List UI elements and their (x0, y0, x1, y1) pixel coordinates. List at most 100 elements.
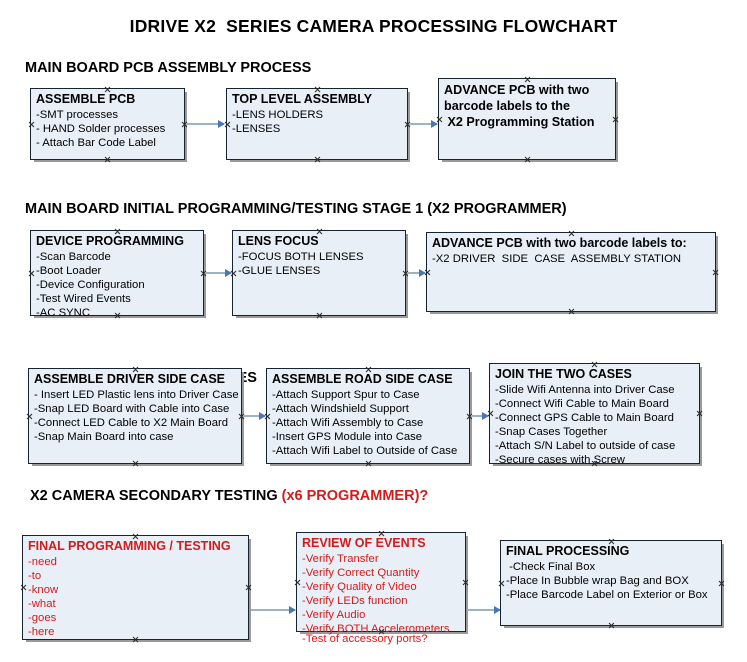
connection-handle-left[interactable] (20, 584, 27, 591)
node-line: -here (28, 626, 55, 638)
section-title-main-board-initial-programming: MAIN BOARD INITIAL PROGRAMMING/TESTING S… (25, 201, 567, 217)
connection-handle-top[interactable] (132, 533, 139, 540)
node-title: ADVANCE PCB with two barcode labels to t… (444, 83, 595, 129)
connection-handle-left[interactable] (28, 121, 35, 128)
node-line: -Attach Wifi Label to Outside of Case (272, 445, 458, 457)
node-line: -LENS HOLDERS (232, 109, 324, 121)
connection-handle-right[interactable] (712, 269, 719, 276)
connection-handle-left[interactable] (28, 270, 35, 277)
connection-handle-left[interactable] (436, 116, 443, 123)
connection-handle-bottom[interactable] (378, 628, 385, 635)
node-device-programming[interactable]: DEVICE PROGRAMMING -Scan Barcode -Boot L… (28, 228, 204, 319)
arrow-head-icon (494, 606, 501, 614)
node-line: -Connect LED Cable to X2 Main Board (34, 417, 229, 429)
node-advance-pcb-driver-side-case[interactable]: ADVANCE PCB with two barcode labels to: … (426, 232, 716, 312)
node-title: ASSEMBLE PCB (36, 92, 136, 106)
arrow-head-icon (259, 412, 266, 420)
connection-handle-bottom[interactable] (608, 622, 615, 629)
node-line: -Attach Windshield Support (272, 403, 409, 415)
node-top-level-assembly[interactable]: TOP LEVEL ASSEMBLY -LENS HOLDERS -LENSES (226, 88, 408, 160)
node-final-processing[interactable]: FINAL PROCESSING -Check Final Box -Place… (500, 540, 722, 626)
node-line: -Place Barcode Label on Exterior or Box (506, 589, 708, 601)
connection-handle-top[interactable] (378, 530, 385, 537)
connection-handle-bottom[interactable] (365, 460, 372, 467)
arrow-head-icon (218, 120, 225, 128)
node-line: -Snap LED Board with Cable into Case (34, 403, 230, 415)
connection-handle-top[interactable] (314, 86, 321, 93)
node-line: - Attach Bar Code Label (36, 137, 156, 149)
node-line: -Connect GPS Cable to Main Board (495, 412, 674, 424)
connection-handle-top[interactable] (568, 230, 575, 237)
connection-handle-left[interactable] (26, 413, 33, 420)
arrow-head-icon (419, 269, 426, 277)
node-line: -Connect Wifi Cable to Main Board (495, 398, 669, 410)
node-line: -SMT processes (36, 109, 119, 121)
connection-handle-bottom[interactable] (591, 460, 598, 467)
node-assemble-road-side-case[interactable]: ASSEMBLE ROAD SIDE CASE -Attach Support … (266, 368, 470, 464)
connection-handle-right[interactable] (245, 584, 252, 591)
connection-handle-top[interactable] (591, 361, 598, 368)
node-assemble-pcb[interactable]: ASSEMBLE PCB -SMT processes - HAND Solde… (30, 88, 185, 160)
connection-handle-left[interactable] (224, 121, 231, 128)
connector-lens-focus-to-advance-pcb-driver-side (407, 269, 426, 277)
connection-handle-left[interactable] (230, 270, 237, 277)
node-line: -Check Final Box (506, 561, 596, 573)
node-line: -Attach Wifi Assembly to Case (272, 417, 424, 429)
connection-handle-top[interactable] (365, 366, 372, 373)
arrow-head-icon (431, 120, 438, 128)
node-line: -Slide Wifi Antenna into Driver Case (495, 384, 675, 396)
node-line: -Scan Barcode (36, 251, 111, 263)
connection-handle-left[interactable] (264, 413, 271, 420)
connection-handle-top[interactable] (132, 366, 139, 373)
connector-driver-side-to-road-side (243, 412, 266, 420)
connection-handle-bottom[interactable] (314, 156, 321, 163)
connection-handle-left[interactable] (294, 579, 301, 586)
connection-handle-right[interactable] (462, 579, 469, 586)
connection-handle-top[interactable] (114, 228, 121, 235)
connection-handle-top[interactable] (608, 538, 615, 545)
connection-handle-bottom[interactable] (568, 308, 575, 315)
section-title-accent: (x6 PROGRAMMER)? (281, 488, 429, 504)
connection-handle-left[interactable] (424, 269, 431, 276)
connector-top-level-assembly-to-advance-pcb (409, 120, 438, 128)
connection-handle-bottom[interactable] (104, 156, 111, 163)
node-assemble-driver-side-case[interactable]: ASSEMBLE DRIVER SIDE CASE - Insert LED P… (28, 368, 242, 464)
connection-handle-top[interactable] (316, 228, 323, 235)
node-title: LENS FOCUS (238, 234, 319, 248)
node-line: -to (28, 570, 42, 582)
connection-handle-left[interactable] (498, 580, 505, 587)
node-line: -Snap Cases Together (495, 426, 608, 438)
connection-handle-top[interactable] (524, 76, 531, 83)
connection-handle-top[interactable] (104, 86, 111, 93)
connector-final-programming-to-review-of-events (251, 606, 296, 614)
node-final-programming-testing[interactable]: FINAL PROGRAMMING / TESTING -need -to -k… (22, 535, 249, 640)
section-title-text: X2 CAMERA SECONDARY TESTING (30, 488, 282, 504)
connection-handle-right[interactable] (696, 410, 703, 417)
connection-handle-left[interactable] (487, 410, 494, 417)
node-line: -Boot Loader (36, 265, 102, 277)
node-title: TOP LEVEL ASSEMBLY (232, 92, 373, 106)
connection-handle-right[interactable] (612, 116, 619, 123)
node-join-the-two-cases[interactable]: JOIN THE TWO CASES -Slide Wifi Antenna i… (487, 361, 703, 467)
node-line: -Test Wired Events (36, 293, 131, 305)
node-line: -goes (28, 612, 57, 624)
connection-handle-bottom[interactable] (132, 460, 139, 467)
node-line: -Snap Main Board into case (34, 431, 174, 443)
connection-handle-bottom[interactable] (132, 636, 139, 643)
connector-road-side-to-join-two-cases (471, 412, 489, 420)
node-line: -Device Configuration (36, 279, 145, 291)
node-title: ADVANCE PCB with two barcode labels to: (432, 236, 687, 250)
connection-handle-bottom[interactable] (114, 312, 121, 319)
connection-handle-bottom[interactable] (316, 312, 323, 319)
node-review-of-events[interactable]: REVIEW OF EVENTS -Verify Transfer -Verif… (294, 530, 469, 645)
node-line: -Verify Audio (302, 609, 366, 621)
node-line: -GLUE LENSES (238, 265, 321, 277)
connection-handle-right[interactable] (718, 580, 725, 587)
node-line: -FOCUS BOTH LENSES (238, 251, 364, 263)
node-lens-focus[interactable]: LENS FOCUS -FOCUS BOTH LENSES -GLUE LENS… (232, 230, 406, 316)
connector-review-of-events-to-final-processing (467, 606, 501, 614)
connector-device-programming-to-lens-focus (205, 269, 232, 277)
connection-handle-bottom[interactable] (524, 156, 531, 163)
node-advance-pcb-x2-programming-station[interactable]: ADVANCE PCB with two barcode labels to t… (438, 78, 616, 160)
